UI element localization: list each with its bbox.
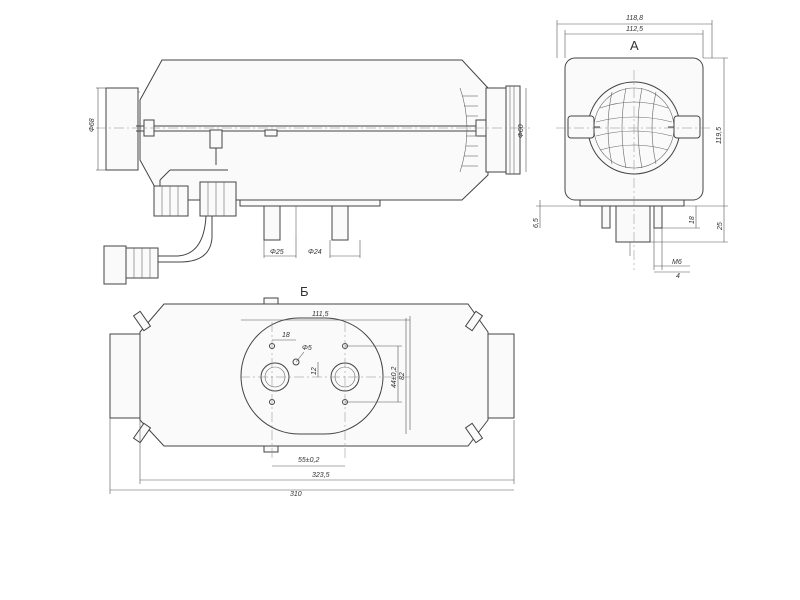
dim-side-pipe-dia-1: Φ25 (270, 249, 284, 256)
dim-side-pipe-dia-2: Φ24 (308, 249, 322, 256)
dim-end-height: 119,5 (716, 127, 723, 144)
dim-bottom-overall-length: 310 (290, 491, 302, 498)
mounting-plate (239, 199, 381, 207)
end-clamp-left (567, 115, 595, 139)
dim-side-end-dia: Φ68 (89, 118, 96, 132)
dim-end-right-18: 18 (689, 216, 696, 224)
wiring-harness (103, 129, 237, 285)
dim-end-thread-4: 4 (676, 273, 680, 280)
dim-end-width-inner: 112,5 (626, 26, 643, 33)
left-end-cap (105, 87, 139, 171)
dim-bottom-vert-tol: 44±0,2 (391, 367, 398, 388)
dim-bottom-plate-height: 82 (399, 372, 406, 380)
view-label-side: А (630, 38, 639, 53)
bottom-right-cap (487, 333, 515, 419)
fan-grill-hatch (459, 87, 478, 173)
pipe-left (263, 205, 281, 241)
dim-bottom-small-dia: Φ5 (302, 345, 312, 352)
dim-end-thread: M6 (672, 259, 682, 266)
pipe-right (331, 205, 349, 241)
end-view: А 118,8 (533, 15, 728, 280)
view-label-bottom: Б (300, 284, 309, 299)
heater-body (139, 59, 489, 201)
dim-bottom-body-length: 323,5 (312, 472, 330, 479)
dim-side-outlet-dia: Φ60 (518, 124, 525, 138)
dim-bottom-hole-offset: 18 (282, 332, 290, 339)
bottom-left-cap (109, 333, 141, 419)
dim-end-right-25: 25 (717, 222, 724, 231)
end-clamp-right (673, 115, 701, 139)
dim-bottom-12: 12 (311, 367, 318, 375)
dim-bottom-horiz-tol: 55±0,2 (298, 457, 319, 464)
dim-bottom-plate-width: 111,5 (312, 311, 329, 318)
bottom-view: Б 111,5 18 Φ (109, 284, 515, 498)
bottom-oval-plate (240, 317, 384, 435)
dim-end-left-offset: 6,5 (533, 218, 540, 228)
dim-end-width-outer: 118,8 (626, 15, 643, 22)
outlet-collar (485, 87, 507, 173)
side-view: Φ68 Φ60 Φ25 Φ24 (89, 59, 530, 285)
